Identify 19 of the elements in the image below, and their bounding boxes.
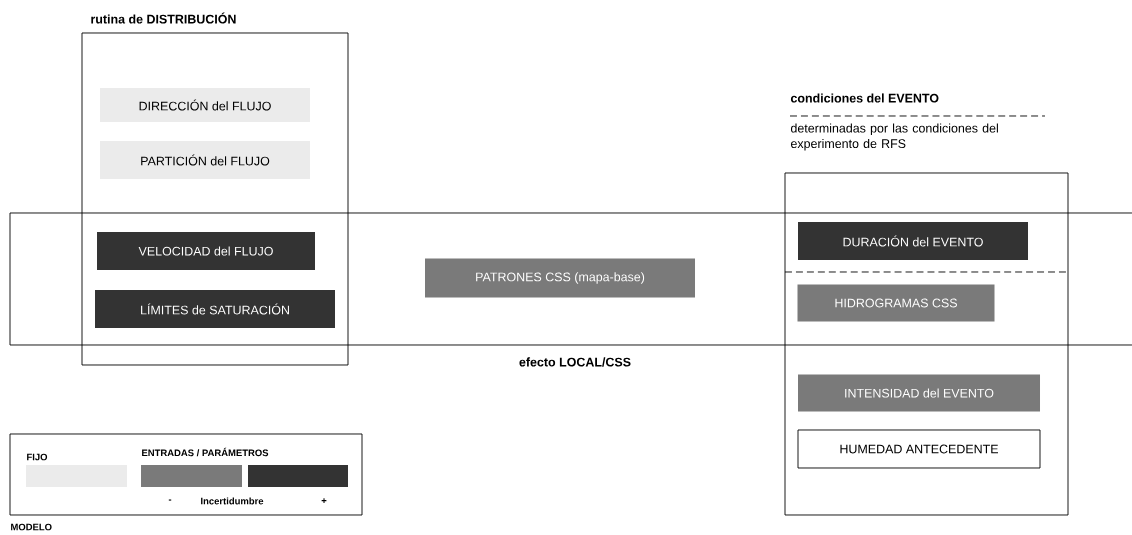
scale-caption: Incertidumbre	[201, 497, 264, 505]
parameter-box: DURACIÓN del EVENTO	[798, 222, 1028, 260]
box-title: rutina de DISTRIBUCIÓN	[91, 12, 236, 24]
parameter-box: HUMEDAD ANTECEDENTE	[797, 429, 1041, 469]
parameter-box: LÍMITES de SATURACIÓN	[95, 290, 335, 328]
parameter-box: INTENSIDAD del EVENTO	[798, 374, 1040, 412]
legend-heading: ENTRADAS / PARÁMETROS	[142, 447, 269, 457]
box-title: condiciones del EVENTO	[790, 93, 939, 103]
legend-label: -	[168, 499, 172, 501]
parameter-box: HIDROGRAMAS CSS	[797, 284, 995, 322]
band-title: efecto LOCAL/CSS	[519, 357, 631, 367]
parameter-box: PARTICIÓN del FLUJO	[100, 141, 310, 179]
legend-label: +	[321, 498, 327, 503]
legend-label: FIJO	[27, 453, 48, 461]
model-caption: MODELO	[11, 523, 52, 531]
parameter-box: VELOCIDAD del FLUJO	[97, 232, 315, 270]
parameter-box: PATRONES CSS (mapa-base)	[425, 258, 695, 298]
box-subtitle: determinadas por las condiciones del experimento de RFS	[790, 123, 998, 151]
parameter-box: DIRECCIÓN del FLUJO	[100, 88, 310, 122]
